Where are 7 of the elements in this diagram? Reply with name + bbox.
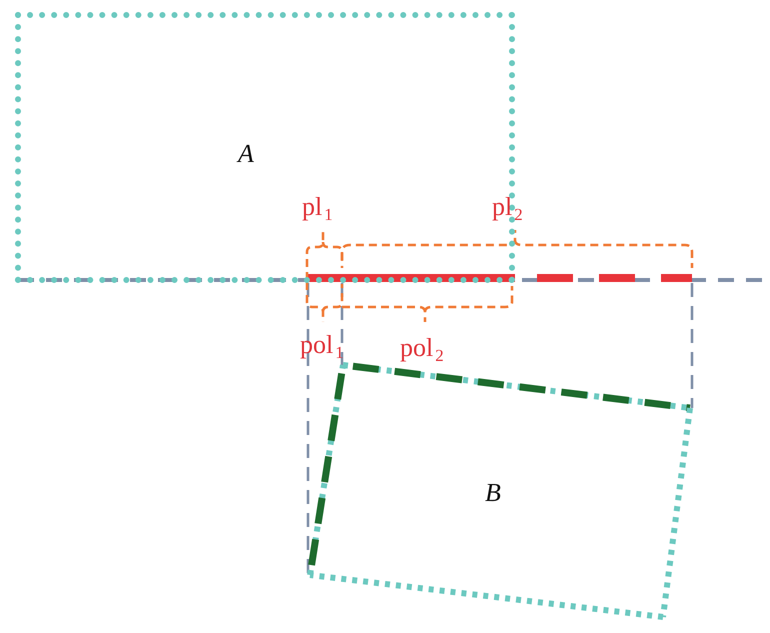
segment-label: pl$_{2}$ xyxy=(492,192,523,226)
region-label: A xyxy=(238,139,254,169)
segment-label: pol$_{2}$ xyxy=(400,333,444,366)
region-label: B xyxy=(485,478,501,508)
dotted-rectangle xyxy=(15,12,515,283)
segment-label: pol$_{1}$ xyxy=(300,330,344,364)
segment-label: pl$_{1}$ xyxy=(302,192,333,226)
